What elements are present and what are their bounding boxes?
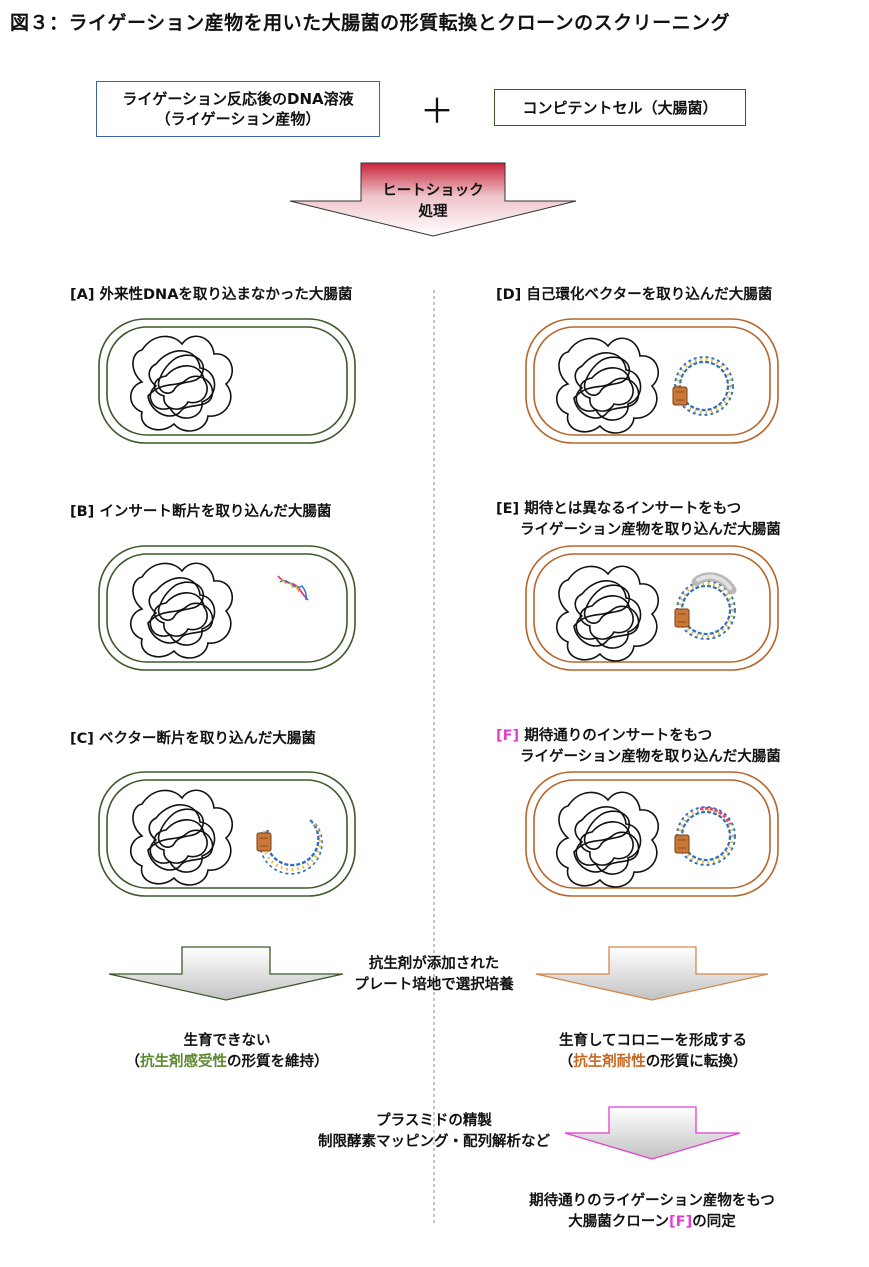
ligation-line1: ライゲーション反応後のDNA溶液	[122, 90, 354, 108]
label-f: [F] 期待通りのインサートをもつ ライゲーション産物を取り込んだ大腸菌	[496, 728, 781, 765]
ligation-line2: （ライゲーション産物）	[155, 110, 321, 128]
cell-b	[98, 545, 356, 671]
final-tag-f: [F]	[669, 1214, 693, 1230]
cell-a	[98, 318, 356, 444]
plus-sign: ＋	[420, 92, 454, 132]
linear-vector-icon	[256, 819, 323, 875]
label-e: [E] 期待とは異なるインサートをもつ ライゲーション産物を取り込んだ大腸菌	[496, 501, 781, 538]
figure-title: 図３：ライゲーション産物を用いた大腸菌の形質転換とクローンのスクリーニング	[10, 12, 731, 34]
right-selection-arrow	[535, 946, 769, 1001]
cell-f	[525, 771, 779, 897]
final-identification: 期待通りのライゲーション産物をもつ 大腸菌クローン[F]の同定	[529, 1193, 775, 1230]
circular-vector-icon	[672, 355, 735, 417]
chromosome-icon	[129, 335, 234, 432]
purification-label: プラスミドの精製 制限酵素マッピング・配列解析など	[318, 1113, 550, 1150]
chromosome-icon	[129, 789, 234, 886]
correct-insert-plasmid-icon	[674, 805, 737, 867]
chromosome-icon	[129, 562, 234, 659]
chromosome-icon	[555, 565, 660, 662]
right-result: 生育してコロニーを形成する （抗生剤耐性の形質に転換）	[558, 1033, 748, 1070]
label-a: [A] 外来性DNAを取り込まなかった大腸菌	[70, 287, 353, 303]
heatshock-arrow	[289, 162, 577, 237]
cell-d	[525, 318, 779, 444]
label-c: [C] ベクター断片を取り込んだ大腸菌	[70, 731, 316, 747]
competent-cell-box: コンピテントセル（大腸菌）	[494, 89, 746, 126]
label-b: [B] インサート断片を取り込んだ大腸菌	[70, 504, 332, 520]
label-d: [D] 自己環化ベクターを取り込んだ大腸菌	[496, 287, 773, 303]
tag-f: [F]	[496, 728, 520, 744]
purification-arrow	[564, 1106, 741, 1160]
ligation-solution-box: ライゲーション反応後のDNA溶液 （ライゲーション産物）	[96, 81, 380, 137]
cell-e	[525, 545, 779, 671]
cell-c	[98, 771, 356, 897]
wrong-insert-plasmid-icon	[674, 572, 737, 641]
heatshock-label: ヒートショック 処理	[382, 183, 484, 220]
left-result: 生育できない （抗生剤感受性の形質を維持）	[125, 1033, 329, 1070]
sensitive-highlight: 抗生剤感受性	[140, 1054, 227, 1070]
insert-fragment-icon	[277, 575, 309, 601]
chromosome-icon	[555, 791, 660, 888]
resistant-highlight: 抗生剤耐性	[573, 1054, 646, 1070]
selection-label: 抗生剤が添加された プレート培地で選択培養	[354, 956, 514, 993]
left-selection-arrow	[108, 946, 344, 1001]
chromosome-icon	[555, 337, 660, 434]
